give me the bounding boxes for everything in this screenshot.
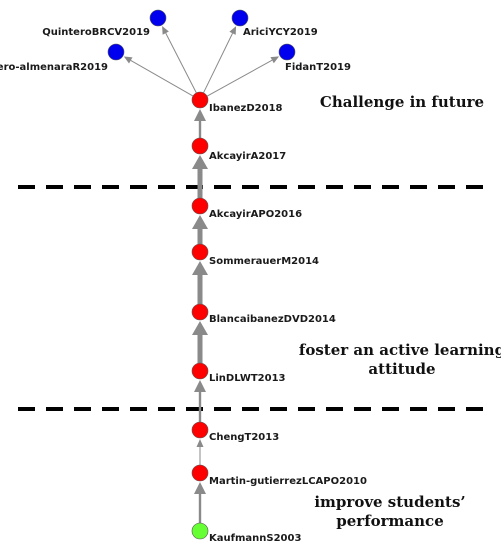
edge-arrowhead: [123, 56, 133, 64]
node-label: SommerauerM2014: [209, 256, 319, 267]
edge-3: [192, 321, 208, 363]
edge-line: [130, 60, 194, 97]
section-dividers: [18, 185, 490, 411]
edge-1: [196, 439, 204, 465]
node-future: [278, 43, 296, 61]
section-label-middle-line2: attitude: [368, 360, 435, 378]
edge-arrowhead: [194, 482, 206, 494]
node-label: KaufmannS2003: [209, 533, 301, 544]
edge-arrowhead: [194, 380, 206, 392]
edge-arrowhead: [162, 26, 169, 35]
edge-arrowhead: [196, 439, 204, 447]
edge-2: [194, 380, 206, 422]
node-paper: [191, 243, 209, 261]
node-future: [107, 43, 125, 61]
node-label: AkcayirAPO2016: [209, 209, 302, 220]
edge-6: [192, 155, 208, 198]
edge-arrowhead: [192, 261, 208, 275]
node-label: ChengT2013: [209, 432, 279, 443]
paper-nodes: [107, 9, 296, 540]
node-label: LinDLWT2013: [209, 373, 286, 384]
edge-line: [206, 59, 273, 97]
citation-edges: [123, 26, 280, 523]
edge-arrowhead: [270, 56, 280, 64]
edge-arrowhead: [192, 155, 208, 169]
node-label: BlancaibanezDVD2014: [209, 314, 336, 325]
edge-11: [206, 56, 280, 97]
section-label-top: Challenge in future: [320, 93, 484, 111]
node-label: Cabero-almenaraR2019: [0, 62, 108, 73]
edge-arrowhead: [192, 215, 208, 229]
paper-labels: KaufmannS2003 Martin-gutierrezLCAPO2010 Ch…: [0, 27, 367, 544]
node-paper: [191, 91, 209, 109]
edge-line: [203, 33, 233, 94]
node-label: FidanT2019: [285, 62, 351, 73]
edge-arrowhead: [192, 321, 208, 335]
node-paper: [191, 421, 209, 439]
node-label: Martin-gutierrezLCAPO2010: [209, 476, 367, 487]
node-label: AriciYCY2019: [243, 27, 318, 38]
edge-7: [194, 109, 206, 138]
node-paper: [191, 197, 209, 215]
node-future: [231, 9, 249, 27]
node-origin: [191, 522, 209, 540]
node-paper: [191, 303, 209, 321]
edge-5: [192, 215, 208, 244]
node-paper: [191, 362, 209, 380]
section-label-bottom-line2: performance: [336, 512, 443, 530]
edge-line: [165, 32, 197, 94]
edge-9: [162, 26, 197, 94]
edge-arrowhead: [229, 26, 237, 35]
section-label-middle-line1: foster an active learning: [299, 341, 501, 359]
node-paper: [191, 464, 209, 482]
node-label: QuinteroBRCV2019: [42, 27, 150, 38]
edge-8: [123, 56, 194, 97]
node-label: AkcayirA2017: [209, 151, 286, 162]
section-labels: Challenge in future foster an active lea…: [299, 93, 501, 530]
edge-10: [203, 26, 237, 94]
section-label-bottom-line1: improve students’: [314, 493, 465, 511]
edge-arrowhead: [194, 109, 206, 121]
node-paper: [191, 137, 209, 155]
node-future: [149, 9, 167, 27]
edge-4: [192, 261, 208, 304]
edge-0: [194, 482, 206, 523]
node-label: IbanezD2018: [209, 103, 283, 114]
